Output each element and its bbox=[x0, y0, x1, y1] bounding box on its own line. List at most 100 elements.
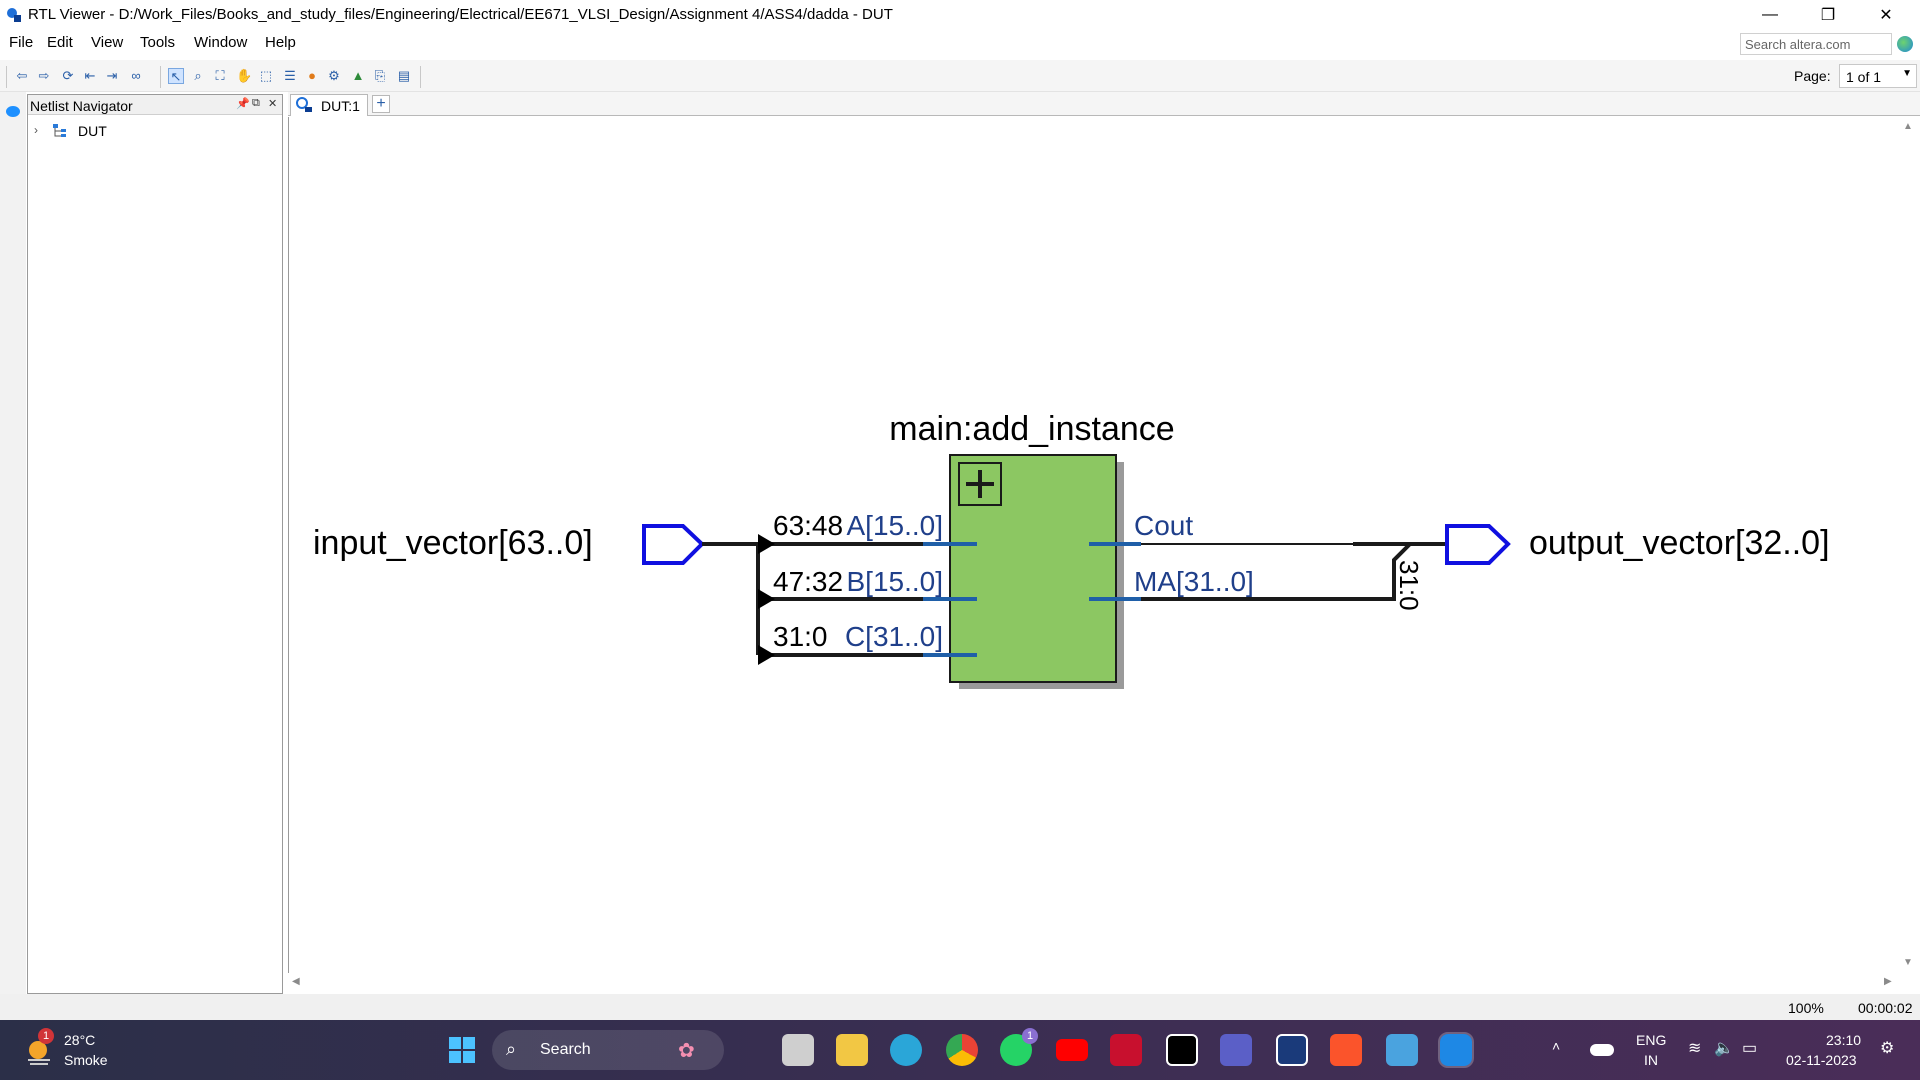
notifications-icon[interactable]: ⚙ bbox=[1880, 1040, 1895, 1057]
tab-label: DUT:1 bbox=[321, 98, 360, 114]
taskbar-search[interactable]: ⌕ Search ✿ bbox=[492, 1030, 724, 1070]
back-icon[interactable]: ⇦ bbox=[16, 68, 28, 83]
output-port-label: output_vector[32..0] bbox=[1529, 524, 1830, 562]
language-bottom[interactable]: IN bbox=[1644, 1052, 1658, 1068]
toolbar-separator bbox=[160, 66, 161, 88]
input-pin-label: C[31..0] bbox=[845, 621, 943, 652]
page-select-value: 1 of 1 bbox=[1846, 69, 1882, 85]
menu-bar: File Edit View Tools Window Help bbox=[0, 30, 1920, 56]
chevron-down-icon: ▼ bbox=[1902, 68, 1912, 79]
filter-icon[interactable]: ▲ bbox=[351, 68, 365, 83]
search-icon: ⌕ bbox=[506, 1039, 517, 1059]
dolby-icon[interactable] bbox=[1166, 1034, 1198, 1066]
minimize-button[interactable]: — bbox=[1762, 6, 1778, 23]
clock-time[interactable]: 23:10 bbox=[1826, 1032, 1862, 1048]
message-icon[interactable] bbox=[6, 106, 20, 117]
scroll-right-icon[interactable]: ▶ bbox=[1884, 976, 1892, 987]
tree-item-label: DUT bbox=[78, 123, 107, 139]
pin-icon[interactable]: 📌 bbox=[236, 98, 250, 110]
netlist-navigator-panel: Netlist Navigator 📌 ⧉ ✕ › DUT bbox=[27, 94, 283, 994]
bus-ripper-arrow bbox=[758, 589, 775, 609]
globe-icon[interactable] bbox=[1897, 36, 1913, 52]
expand-icon[interactable]: ⇥ bbox=[106, 68, 118, 83]
chrome-icon[interactable] bbox=[946, 1034, 978, 1066]
schematic-diagram: main:add_instance input_vector[63..0] 63… bbox=[313, 410, 1830, 689]
schematic-canvas[interactable]: main:add_instance input_vector[63..0] 63… bbox=[288, 117, 1896, 977]
vertical-scrollbar[interactable]: ▲ ▼ bbox=[1896, 117, 1920, 977]
refresh-icon[interactable]: ⟳ bbox=[62, 68, 74, 83]
document-tab-bar: DUT:1 + bbox=[288, 92, 1920, 116]
battery-icon[interactable]: ▭ bbox=[1742, 1040, 1758, 1057]
page-select[interactable]: 1 of 1 ▼ bbox=[1839, 64, 1917, 88]
horizontal-scrollbar[interactable]: ◀ ▶ bbox=[288, 973, 1896, 993]
tab-dut-1[interactable]: DUT:1 bbox=[290, 94, 368, 116]
restore-button[interactable]: ❐ bbox=[1820, 7, 1836, 24]
output-pin-label: Cout bbox=[1134, 510, 1193, 541]
teams-icon[interactable] bbox=[1220, 1034, 1252, 1066]
menu-window[interactable]: Window bbox=[194, 34, 248, 51]
hierarchy-tree-icon bbox=[52, 123, 68, 142]
netlist-navigator-header: Netlist Navigator 📌 ⧉ ✕ bbox=[28, 95, 282, 115]
windows-start-icon[interactable] bbox=[446, 1034, 478, 1066]
volume-icon[interactable]: 🔈 bbox=[1714, 1040, 1734, 1057]
properties-icon[interactable]: ▤ bbox=[397, 68, 411, 83]
netlist-navigator-title: Netlist Navigator bbox=[30, 98, 133, 114]
expand-instance-icon[interactable] bbox=[958, 462, 1002, 506]
weather-widget[interactable] bbox=[22, 1034, 56, 1068]
clock-date[interactable]: 02-11-2023 bbox=[1786, 1052, 1857, 1068]
input-port-symbol[interactable] bbox=[642, 524, 705, 565]
edge-browser-icon[interactable] bbox=[890, 1034, 922, 1066]
forward-icon[interactable]: ⇨ bbox=[38, 68, 50, 83]
close-button[interactable]: ✕ bbox=[1879, 7, 1893, 24]
menu-tools[interactable]: Tools bbox=[140, 34, 176, 51]
zoom-icon[interactable]: ⌕ bbox=[194, 68, 202, 83]
output-port-symbol[interactable] bbox=[1445, 524, 1511, 565]
left-side-strip bbox=[0, 92, 26, 1022]
youtube-icon[interactable] bbox=[1056, 1039, 1088, 1061]
scroll-up-icon[interactable]: ▲ bbox=[1903, 121, 1913, 132]
region-select-icon[interactable]: ⬚ bbox=[259, 68, 273, 83]
language-top[interactable]: ENG bbox=[1636, 1032, 1667, 1048]
menu-help[interactable]: Help bbox=[265, 34, 296, 51]
settings-icon[interactable]: ⚙ bbox=[328, 68, 340, 83]
float-icon[interactable]: ⧉ bbox=[252, 97, 260, 109]
close-panel-icon[interactable]: ✕ bbox=[268, 98, 278, 110]
add-tab-button[interactable]: + bbox=[372, 95, 390, 113]
file-explorer-icon[interactable] bbox=[836, 1034, 868, 1066]
toolbar-grip bbox=[6, 66, 7, 88]
taskbar: 1 28°C Smoke ⌕ Search ✿ 1 ˄ ENG IN ≋ 🔈 ▭… bbox=[0, 1020, 1920, 1080]
rtl-viewer-taskbar-icon[interactable] bbox=[1438, 1032, 1474, 1068]
bit-slice-label: 47:32 bbox=[773, 566, 843, 597]
menu-file[interactable]: File bbox=[9, 34, 34, 51]
export-icon[interactable]: ⎘ bbox=[374, 68, 386, 83]
quartus-icon[interactable] bbox=[1276, 1034, 1308, 1066]
notepad-icon[interactable] bbox=[1386, 1034, 1418, 1066]
menu-edit[interactable]: Edit bbox=[47, 34, 73, 51]
taskbar-search-label: Search bbox=[540, 1041, 591, 1058]
select-pointer-icon[interactable]: ↖ bbox=[168, 68, 184, 84]
input-pin-label: A[15..0] bbox=[846, 510, 943, 541]
window-title: RTL Viewer - D:/Work_Files/Books_and_stu… bbox=[28, 6, 893, 23]
brave-icon[interactable] bbox=[1330, 1034, 1362, 1066]
altera-search-input[interactable]: Search altera.com bbox=[1740, 33, 1892, 55]
bit-slice-label: 63:48 bbox=[773, 510, 843, 541]
instance-block[interactable] bbox=[949, 454, 1117, 683]
mcafee-icon[interactable] bbox=[1110, 1034, 1142, 1066]
binoculars-icon[interactable]: ∞ bbox=[131, 68, 141, 83]
weather-desc: Smoke bbox=[64, 1052, 108, 1068]
task-view-icon[interactable] bbox=[782, 1034, 814, 1066]
search-highlight-icon: ✿ bbox=[678, 1040, 695, 1062]
hand-icon[interactable]: ✋ bbox=[236, 68, 253, 83]
chevron-up-icon[interactable]: ˄ bbox=[1552, 1038, 1561, 1054]
menu-view[interactable]: View bbox=[91, 34, 124, 51]
fit-icon[interactable]: ⛶ bbox=[215, 68, 225, 83]
collapse-icon[interactable]: ⇤ bbox=[84, 68, 96, 83]
output-slice-label: 31:0 bbox=[1394, 560, 1424, 611]
hierarchy-icon[interactable]: ☰ bbox=[284, 68, 296, 83]
chevron-right-icon[interactable]: › bbox=[34, 123, 38, 137]
scroll-down-icon[interactable]: ▼ bbox=[1903, 957, 1913, 968]
scroll-left-icon[interactable]: ◀ bbox=[292, 976, 300, 987]
wifi-icon[interactable]: ≋ bbox=[1688, 1040, 1702, 1057]
onedrive-icon[interactable] bbox=[1590, 1044, 1614, 1056]
highlight-icon[interactable]: ● bbox=[308, 68, 316, 83]
